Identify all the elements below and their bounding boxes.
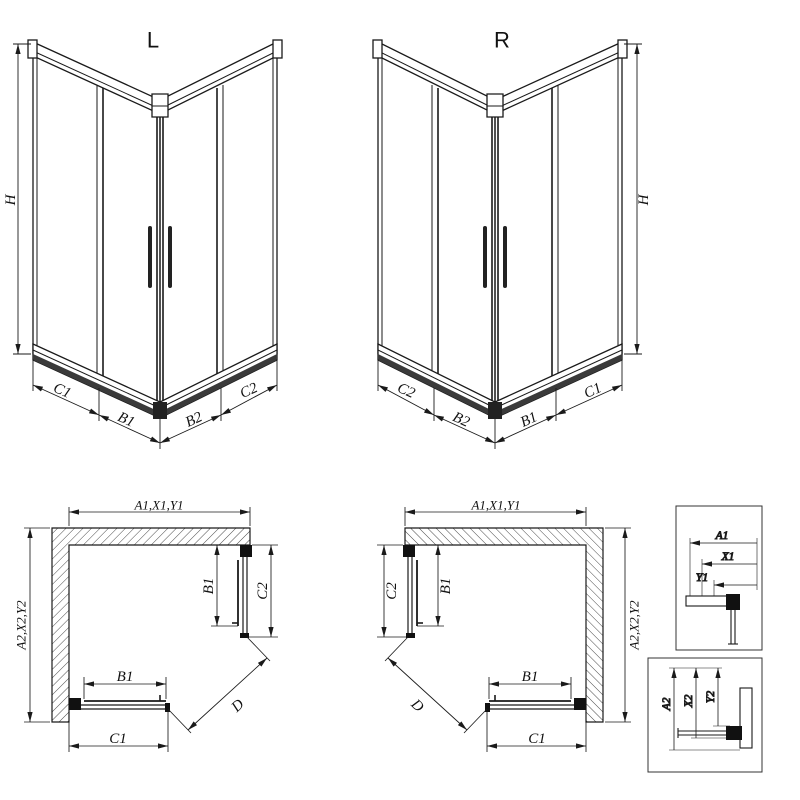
dimension-lines xyxy=(689,538,758,600)
iso-view-right: R H C2 B2 B1 C1 xyxy=(373,28,652,450)
dim-label-b1-side: B1 xyxy=(438,578,454,595)
profile-section xyxy=(685,594,740,645)
dim-label-c1: C1 xyxy=(582,380,605,402)
dim-label-depth-combo: A2,X2,Y2 xyxy=(14,600,29,651)
dim-label-diagonal: D xyxy=(407,696,427,716)
dim-label-diagonal: D xyxy=(228,696,248,716)
dim-label-b2: B2 xyxy=(183,409,205,431)
dim-label-b1: B1 xyxy=(518,409,540,430)
view-title-left: L xyxy=(147,28,159,53)
plan-view-left: A1,X1,Y1 A2,X2,Y2 B1 C2 B1 C1 D xyxy=(14,498,279,753)
detail-view-depth-profile: A2 X2 Y2 xyxy=(647,657,763,773)
dim-label-c2-side: C2 xyxy=(255,582,271,600)
detail-view-width-profile: A1 X1 Y1 xyxy=(675,505,763,651)
plan-view-right: A1,X1,Y1 A2,X2,Y2 B1 C2 B1 C1 D xyxy=(377,498,642,753)
dim-label-depth-combo: A2,X2,Y2 xyxy=(627,600,642,651)
dim-label-height: H xyxy=(636,193,652,206)
plan-geometry-mirrored xyxy=(377,507,631,752)
dim-label-b2: B2 xyxy=(450,409,472,431)
dim-label-b1: B1 xyxy=(115,409,137,430)
dim-label-width-combo: A1,X1,Y1 xyxy=(470,498,520,513)
profile-section xyxy=(677,687,753,749)
dim-label-x1: X1 xyxy=(721,551,735,563)
dim-label-c1-front: C1 xyxy=(528,731,546,747)
dim-label-y1: Y1 xyxy=(696,572,708,584)
dim-label-b1-front: B1 xyxy=(117,669,134,685)
dim-label-b1-side: B1 xyxy=(201,578,217,595)
detail-frame xyxy=(675,505,763,651)
dim-label-x2: X2 xyxy=(683,694,695,708)
dim-label-a2: A2 xyxy=(661,697,673,711)
dim-label-c1-front: C1 xyxy=(109,731,127,747)
dim-label-width-combo: A1,X1,Y1 xyxy=(133,498,183,513)
view-title-right: R xyxy=(494,28,510,53)
dim-label-y2: Y2 xyxy=(705,691,717,703)
dim-label-b1-front: B1 xyxy=(522,669,539,685)
dim-label-c2-side: C2 xyxy=(384,582,400,600)
dim-label-c2: C2 xyxy=(238,380,261,402)
dim-label-c1: C1 xyxy=(51,380,74,402)
dim-label-a1: A1 xyxy=(715,530,729,542)
plan-geometry xyxy=(24,507,278,752)
iso-view-left: L H C1 B1 B2 C2 xyxy=(3,28,282,450)
dim-label-c2: C2 xyxy=(395,380,418,402)
dimension-lines xyxy=(669,667,740,751)
dim-label-height: H xyxy=(3,193,19,206)
